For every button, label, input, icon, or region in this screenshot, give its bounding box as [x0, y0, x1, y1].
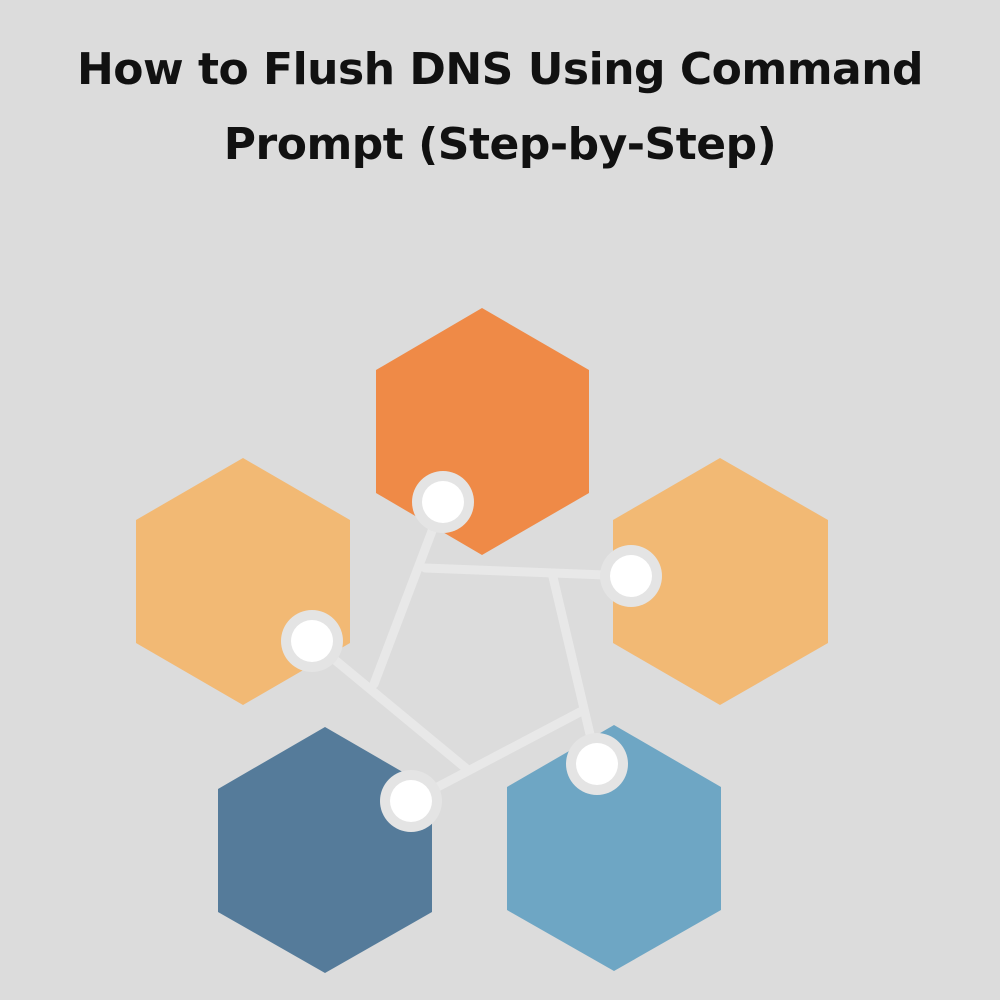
- node-dot: [291, 620, 333, 662]
- connector-line: [369, 497, 448, 689]
- connector-line: [420, 563, 636, 581]
- node-dot: [422, 481, 464, 523]
- hexagon-bottom-left: [218, 727, 432, 973]
- connector-nodes: [281, 471, 662, 832]
- title-line-1: How to Flush DNS Using Command: [76, 44, 924, 95]
- connector-line: [406, 707, 585, 806]
- node-dot: [390, 780, 432, 822]
- node-dot: [576, 743, 618, 785]
- title-line-2: Prompt (Step-by-Step): [223, 119, 777, 170]
- hexagon-bottom-right: [507, 725, 721, 971]
- connector-line: [307, 636, 473, 775]
- hexagon-right: [613, 458, 828, 705]
- connector-line: [548, 572, 602, 769]
- page-title: How to Flush DNS Using Command Prompt (S…: [0, 32, 1000, 182]
- hexagon-top: [376, 308, 589, 555]
- connector-lines: [307, 497, 636, 806]
- node-dot: [610, 555, 652, 597]
